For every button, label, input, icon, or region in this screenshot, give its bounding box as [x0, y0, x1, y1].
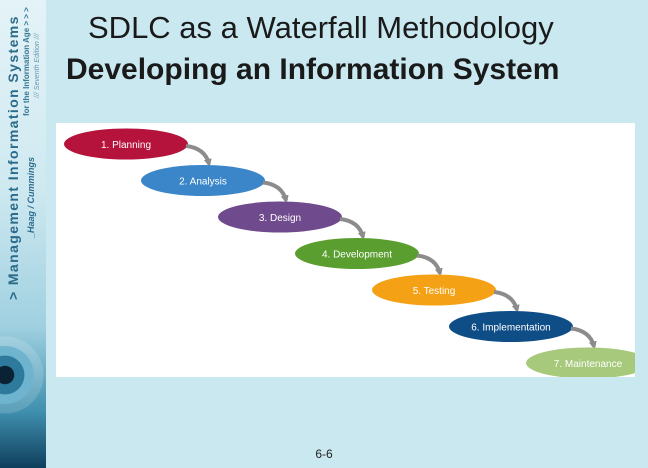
book-title: > Management Information Systems — [5, 15, 21, 300]
phase-label: 5. Testing — [413, 286, 456, 297]
phase-ellipse — [295, 238, 419, 269]
phase-ellipse — [64, 128, 188, 160]
flow-arrow — [493, 290, 520, 313]
flow-arrow — [339, 217, 366, 240]
page-number: 6-6 — [315, 447, 333, 461]
slide-subtitle: Developing an Information System — [66, 53, 560, 86]
phase-label: 3. Design — [259, 213, 301, 224]
phase-ellipse — [449, 311, 573, 342]
eye-graphic — [0, 330, 46, 420]
flow-arrow — [570, 326, 597, 350]
waterfall-diagram: 1. Planning 2. Analysis 3. Design 4. Develo… — [56, 123, 635, 377]
phase-label: 2. Analysis — [179, 177, 227, 188]
book-edition: /// Seventh Edition /// — [34, 33, 41, 98]
phase-7: 7. Maintenance — [526, 347, 635, 377]
book-subtitle: for the Information Age > > > — [22, 7, 31, 116]
phase-ellipse — [372, 274, 496, 306]
phase-6: 6. Implementation — [449, 311, 573, 342]
phase-2: 2. Analysis — [141, 165, 265, 196]
phase-label: 6. Implementation — [471, 323, 551, 334]
flow-arrow — [185, 144, 212, 167]
phase-label: 7. Maintenance — [554, 359, 623, 370]
book-authors: _Haag / Cummings — [26, 156, 36, 238]
flow-arrow — [416, 253, 443, 277]
phase-ellipse — [218, 201, 342, 233]
book-sidebar: > Management Information Systems for the… — [0, 0, 46, 468]
phase-label: 1. Planning — [101, 140, 151, 151]
flow-arrow — [262, 180, 289, 204]
waterfall-svg: 1. Planning 2. Analysis 3. Design 4. Develo… — [64, 128, 635, 377]
phase-ellipse — [526, 347, 635, 377]
slide-title: SDLC as a Waterfall Methodology — [88, 10, 554, 45]
phase-ellipse — [141, 165, 265, 196]
phase-3: 3. Design — [218, 201, 342, 233]
phase-5: 5. Testing — [372, 274, 496, 306]
phase-1: 1. Planning — [64, 128, 188, 160]
phase-4: 4. Development — [295, 238, 419, 269]
phase-label: 4. Development — [322, 250, 392, 261]
